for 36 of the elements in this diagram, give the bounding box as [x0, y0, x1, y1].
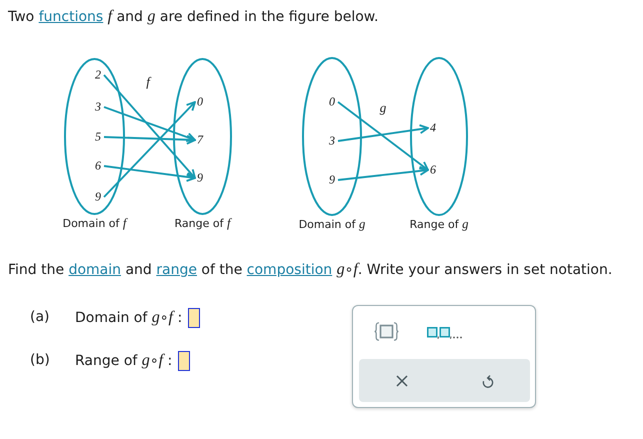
number-label: 9 [329, 174, 335, 186]
number-label: 9 [197, 172, 203, 184]
set-caption: Range of f [174, 216, 230, 231]
arrow [337, 101, 429, 171]
number-label: 6 [95, 160, 101, 172]
arrow [104, 165, 196, 182]
number-label: 9 [95, 190, 101, 204]
term-link: domain [68, 262, 121, 278]
function-name: g [380, 100, 386, 116]
arrow [338, 124, 429, 142]
instruction-text: Find the domain and range of the composition g∘f. Write your answers in set notation. [8, 261, 612, 279]
arrow [104, 106, 196, 142]
number-label: 3 [95, 100, 101, 114]
set-caption: Domain of f [62, 216, 126, 231]
arrow [104, 134, 196, 145]
number-label: 6 [430, 164, 436, 176]
number-label: 0 [197, 96, 203, 108]
part-label: (b) [30, 352, 50, 369]
number-label: 4 [430, 122, 436, 134]
arrow [103, 74, 196, 179]
number-label: 2 [95, 68, 101, 82]
question-text: Domain of g∘f : [75, 309, 182, 327]
number-label: 7 [197, 134, 203, 146]
term-link: range [156, 262, 197, 278]
number-label: 5 [95, 130, 101, 144]
set-caption: Range of g [410, 217, 468, 232]
arrow [338, 166, 429, 181]
set-caption: Domain of g [298, 217, 366, 232]
question-text: Range of g∘f : [75, 352, 172, 370]
number-label: 3 [329, 134, 335, 148]
term-link: composition [246, 262, 332, 278]
part-label: (a) [30, 309, 50, 326]
function-name: f [146, 74, 150, 90]
number-label: 0 [329, 96, 335, 108]
instruction-text: Two functions f and g are defined in the figure below. [8, 8, 378, 26]
term-link: functions [38, 9, 104, 25]
